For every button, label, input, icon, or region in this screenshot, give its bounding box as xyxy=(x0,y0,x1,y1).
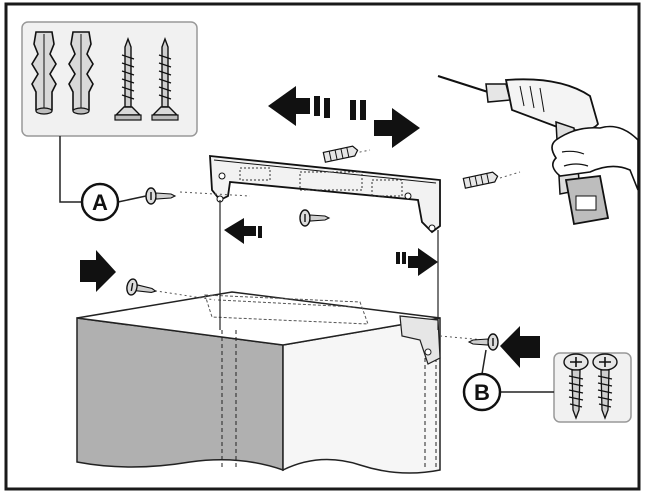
screw-icon xyxy=(299,209,330,227)
slide-direction-arrows xyxy=(268,86,420,148)
screw-a-icon xyxy=(145,187,176,205)
figure-frame xyxy=(4,2,641,491)
arrow-right-icon xyxy=(80,250,116,292)
power-drill-icon xyxy=(437,75,639,226)
screw-b-icon xyxy=(468,333,499,351)
cabinet xyxy=(76,291,441,474)
arrow-left-icon xyxy=(500,326,540,368)
screw-icon xyxy=(124,277,158,300)
kit-b-panel xyxy=(553,352,632,423)
arrow-right-icon xyxy=(396,248,438,276)
arrow-left-icon xyxy=(224,218,262,244)
wall-plug-icon xyxy=(322,145,359,163)
wall-plug-icon xyxy=(462,171,499,189)
callout-a: A xyxy=(59,136,147,222)
wall-bracket xyxy=(209,154,441,234)
callout-b: B xyxy=(462,349,554,412)
kit-a-panel xyxy=(21,21,198,137)
callout-a-label: A xyxy=(92,190,108,215)
callout-b-label: B xyxy=(474,380,490,405)
